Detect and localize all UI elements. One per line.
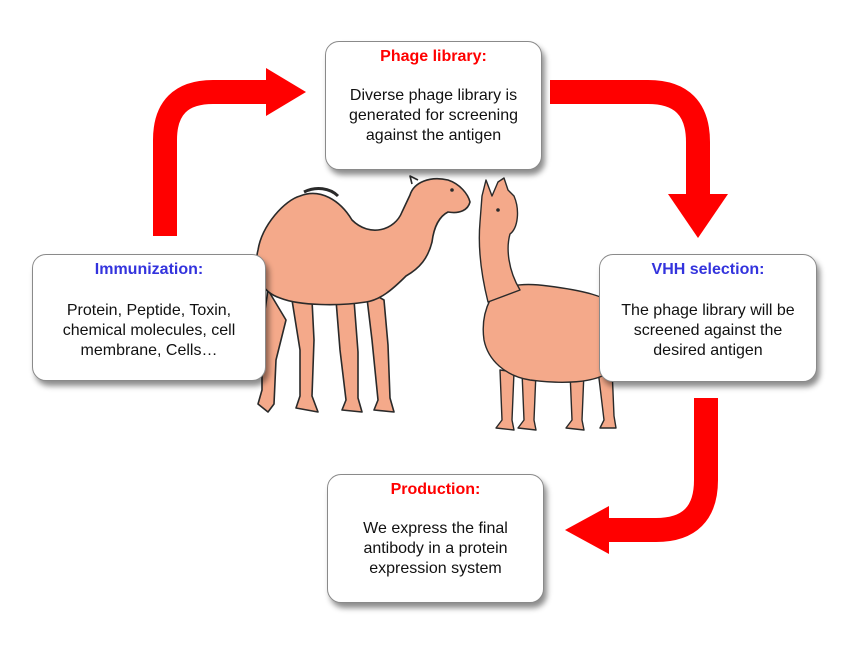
vhh-selection-title: VHH selection: bbox=[651, 261, 765, 278]
vhh-selection-box: VHH selection: The phage library will be… bbox=[599, 254, 817, 382]
vhh-selection-text: The phage library will be screened again… bbox=[621, 302, 795, 359]
llama-illustration bbox=[478, 177, 627, 431]
camel-illustration bbox=[255, 175, 471, 413]
production-box: Production: We express the final antibod… bbox=[327, 474, 544, 603]
phage-library-box: Phage library: Diverse phage library is … bbox=[325, 41, 542, 170]
phage-library-title: Phage library: bbox=[380, 48, 487, 65]
immunization-box: Immunization: Protein, Peptide, Toxin, c… bbox=[32, 254, 266, 381]
phage-library-text: Diverse phage library is generated for s… bbox=[349, 87, 518, 144]
immunization-title: Immunization: bbox=[94, 261, 204, 278]
arrow-phage-to-vhh bbox=[550, 80, 728, 238]
arrow-vhh-to-production bbox=[565, 398, 718, 554]
arrow-immunization-to-phage bbox=[153, 68, 306, 236]
production-title: Production: bbox=[390, 481, 481, 498]
immunization-text: Protein, Peptide, Toxin, chemical molecu… bbox=[62, 302, 236, 359]
production-text: We express the final antibody in a prote… bbox=[363, 520, 508, 577]
